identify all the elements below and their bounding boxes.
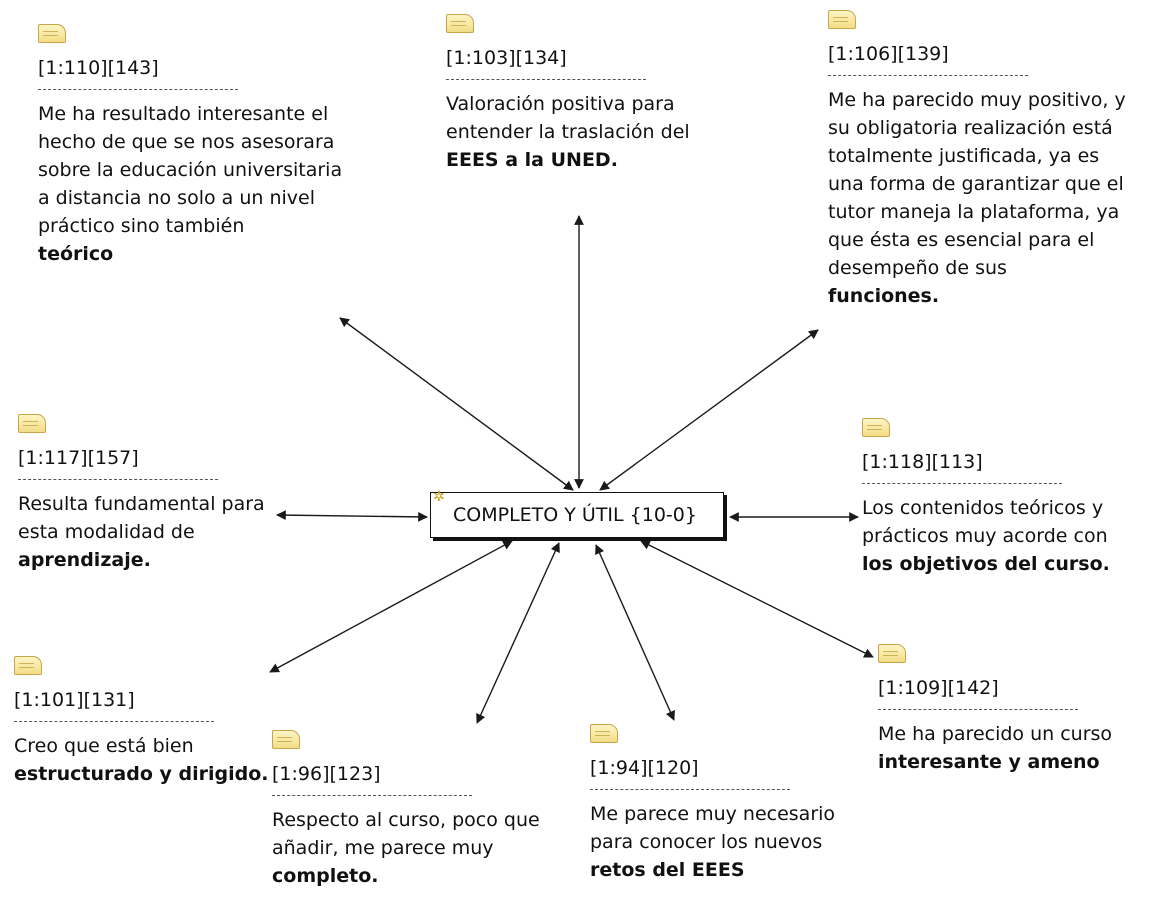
- quotation-separator: [446, 79, 646, 80]
- relation-arrow: [640, 540, 874, 658]
- quotation-icon: [878, 644, 906, 663]
- relation-arrow: [276, 510, 428, 522]
- quotation-separator: [878, 709, 1078, 710]
- quotation-icon: [14, 656, 42, 675]
- quotation-text: Valoración positiva para entender la tra…: [446, 93, 690, 171]
- relation-arrow: [595, 544, 675, 721]
- quotation-node[interactable]: [1:94][120] Me parece muy necesario para…: [590, 724, 880, 884]
- relation-arrow: [339, 317, 574, 491]
- quotation-icon: [590, 724, 618, 743]
- quotation-separator: [590, 789, 790, 790]
- quotation-node[interactable]: [1:96][123] Respecto al curso, poco que …: [272, 730, 562, 890]
- code-node[interactable]: ✲ COMPLETO Y ÚTIL {10-0}: [430, 489, 724, 538]
- quotation-separator: [18, 479, 218, 480]
- quotation-ref: [1:96][123]: [272, 763, 381, 785]
- quotation-node[interactable]: [1:110][143] Me ha resultado interesante…: [38, 24, 343, 268]
- code-star-icon: ✲: [433, 489, 445, 505]
- quotation-text: Resulta fundamental para esta modalidad …: [18, 493, 265, 571]
- quotation-text: Me ha parecido muy positivo, y su obliga…: [828, 89, 1126, 307]
- quotation-node[interactable]: [1:117][157] Resulta fundamental para es…: [18, 414, 298, 574]
- quotation-icon: [828, 10, 856, 29]
- quotation-ref: [1:106][139]: [828, 43, 949, 65]
- quotation-separator: [14, 721, 214, 722]
- quotation-node[interactable]: [1:118][113] Los contenidos teóricos y p…: [862, 418, 1147, 578]
- quotation-separator: [272, 795, 472, 796]
- quotation-ref: [1:117][157]: [18, 447, 139, 469]
- quotation-ref: [1:109][142]: [878, 677, 999, 699]
- code-label: COMPLETO Y ÚTIL {10-0}: [453, 504, 697, 526]
- quotation-node[interactable]: [1:103][134] Valoración positiva para en…: [446, 14, 726, 174]
- quotation-icon: [862, 418, 890, 437]
- quotation-icon: [446, 14, 474, 33]
- quotation-ref: [1:118][113]: [862, 451, 983, 473]
- quotation-ref: [1:101][131]: [14, 689, 135, 711]
- quotation-node[interactable]: [1:106][139] Me ha parecido muy positivo…: [828, 10, 1138, 310]
- quotation-ref: [1:103][134]: [446, 47, 567, 69]
- quotation-icon: [272, 730, 300, 749]
- quotation-text: Respecto al curso, poco que añadir, me p…: [272, 809, 540, 887]
- quotation-icon: [38, 24, 66, 43]
- quotation-separator: [38, 89, 238, 90]
- quotation-separator: [862, 483, 1062, 484]
- quotation-ref: [1:110][143]: [38, 57, 159, 79]
- relation-arrow: [599, 329, 819, 491]
- quotation-text: Me ha resultado interesante el hecho de …: [38, 103, 343, 265]
- quotation-text: Los contenidos teóricos y prácticos muy …: [862, 497, 1110, 575]
- quotation-separator: [828, 75, 1028, 76]
- quotation-icon: [18, 414, 46, 433]
- quotation-text: Me parece muy necesario para conocer los…: [590, 803, 836, 881]
- quotation-ref: [1:94][120]: [590, 757, 699, 779]
- relation-arrow: [476, 542, 560, 724]
- relation-arrow: [269, 540, 513, 673]
